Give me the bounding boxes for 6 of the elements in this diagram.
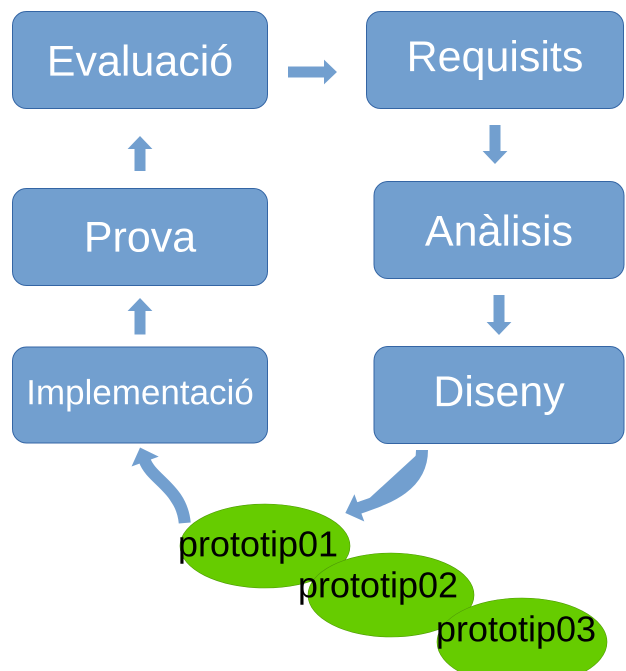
process-box: Prova bbox=[12, 188, 268, 286]
process-box: Anàlisis bbox=[374, 181, 624, 279]
process-box: Diseny bbox=[374, 346, 624, 444]
process-box: Requisits bbox=[366, 11, 624, 109]
process-box: Implementació bbox=[12, 346, 268, 444]
process-box: Evaluació bbox=[12, 11, 268, 109]
